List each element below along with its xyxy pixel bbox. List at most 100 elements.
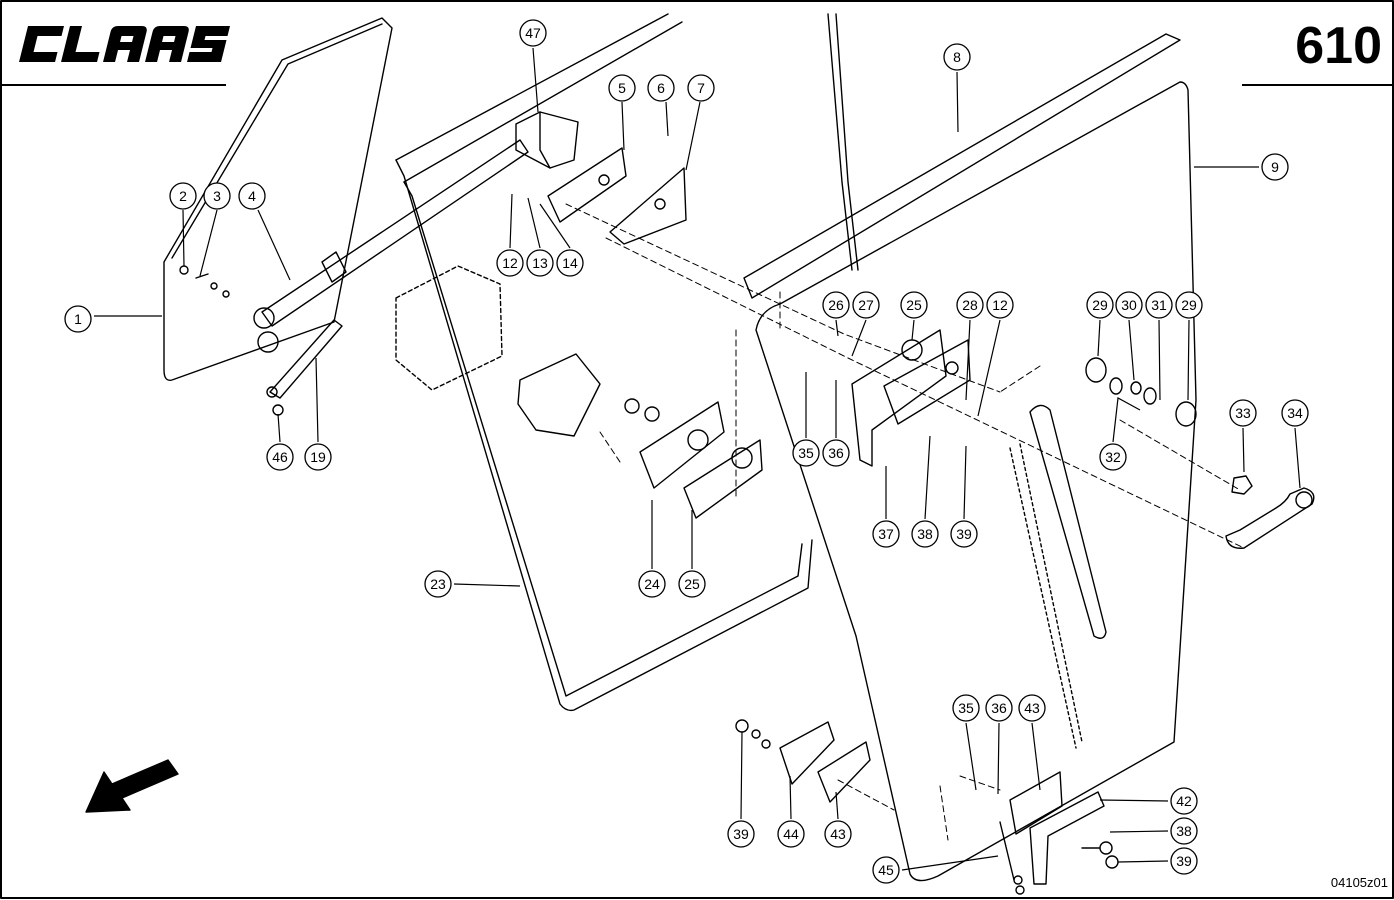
hinge-bracket-42 bbox=[1029, 791, 1105, 885]
callout-number: 38 bbox=[1176, 823, 1192, 839]
callout-bubble bbox=[852, 291, 880, 319]
callout-number: 43 bbox=[1024, 700, 1040, 716]
callout-leader bbox=[997, 722, 1000, 795]
callout-leader bbox=[532, 47, 539, 113]
callout-8: 8 bbox=[943, 43, 971, 71]
callout-leader bbox=[965, 722, 977, 791]
callout-leader bbox=[911, 319, 915, 341]
callout-leader bbox=[539, 203, 571, 249]
latch-plate-25a bbox=[683, 439, 763, 519]
callout-leader bbox=[685, 101, 701, 171]
callout-30: 30 bbox=[1115, 291, 1143, 319]
callout-bubble bbox=[1175, 291, 1203, 319]
callout-leader bbox=[1031, 722, 1041, 791]
callout-1: 1 bbox=[64, 305, 92, 333]
callout-number: 8 bbox=[953, 49, 961, 65]
callout-number: 36 bbox=[828, 445, 844, 461]
callout-leader bbox=[527, 197, 541, 249]
callout-bubble bbox=[777, 820, 805, 848]
callout-bubble bbox=[822, 439, 850, 467]
callout-bubble bbox=[872, 856, 900, 884]
callout-number: 27 bbox=[858, 297, 874, 313]
callout-number: 5 bbox=[618, 80, 626, 96]
callout-number: 35 bbox=[958, 700, 974, 716]
callout-number: 3 bbox=[213, 188, 221, 204]
callout-bubble bbox=[64, 305, 92, 333]
claas-logo bbox=[19, 26, 231, 62]
side-window-glass bbox=[163, 17, 393, 381]
callout-number: 46 bbox=[272, 449, 288, 465]
callout-bubble bbox=[238, 182, 266, 210]
callout-43: 43 bbox=[824, 820, 852, 848]
callout-26: 26 bbox=[822, 291, 850, 319]
callout-32: 32 bbox=[1099, 443, 1127, 471]
latch-plate-24 bbox=[639, 401, 725, 489]
callout-leader bbox=[277, 413, 281, 443]
callout-leader bbox=[977, 319, 1001, 417]
drawing-id: 04105z01 bbox=[1330, 875, 1388, 890]
callout-12: 12 bbox=[986, 291, 1014, 319]
callout-leader bbox=[665, 101, 669, 137]
callout-leader bbox=[789, 775, 792, 820]
hinge-plate-43 bbox=[817, 741, 871, 803]
callout-6: 6 bbox=[647, 74, 675, 102]
callout-bubble bbox=[304, 443, 332, 471]
callout-number: 31 bbox=[1151, 297, 1167, 313]
plate-28 bbox=[883, 339, 971, 425]
callout-bubble bbox=[900, 291, 928, 319]
callout-13: 13 bbox=[526, 249, 554, 277]
callout-leader bbox=[835, 791, 839, 820]
stay-rod bbox=[261, 139, 529, 327]
callout-leader bbox=[257, 209, 291, 281]
callout-42: 42 bbox=[1170, 787, 1198, 815]
callout-number: 23 bbox=[430, 576, 446, 592]
callout-number: 25 bbox=[684, 576, 700, 592]
callout-number: 7 bbox=[697, 80, 705, 96]
callout-number: 2 bbox=[179, 188, 187, 204]
callout-number: 25 bbox=[906, 297, 922, 313]
callout-39: 39 bbox=[1170, 847, 1198, 875]
callout-29: 29 bbox=[1086, 291, 1114, 319]
callout-25: 25 bbox=[900, 291, 928, 319]
callout-36: 36 bbox=[985, 694, 1013, 722]
callout-bubble bbox=[526, 249, 554, 277]
callout-bubble bbox=[872, 520, 900, 548]
callout-bubble bbox=[822, 291, 850, 319]
callout-number: 30 bbox=[1121, 297, 1137, 313]
callout-number: 4 bbox=[248, 188, 256, 204]
callout-38: 38 bbox=[1170, 817, 1198, 845]
callout-bubble bbox=[1018, 694, 1046, 722]
hinge-plate-43b bbox=[1009, 771, 1063, 835]
callout-24: 24 bbox=[638, 570, 666, 598]
callout-number: 29 bbox=[1181, 297, 1197, 313]
callout-29: 29 bbox=[1175, 291, 1203, 319]
callout-37: 37 bbox=[872, 520, 900, 548]
callout-bubble bbox=[911, 520, 939, 548]
callout-number: 47 bbox=[525, 25, 541, 41]
callout-28: 28 bbox=[956, 291, 984, 319]
callout-bubble bbox=[203, 182, 231, 210]
callout-leader bbox=[851, 319, 867, 357]
callout-number: 28 bbox=[962, 297, 978, 313]
callout-leader bbox=[621, 101, 625, 151]
callout-number: 12 bbox=[502, 255, 518, 271]
callout-bubble bbox=[952, 694, 980, 722]
callout-leader bbox=[1187, 319, 1190, 401]
door-frame-seal bbox=[395, 13, 683, 183]
page-number: 610 bbox=[1295, 17, 1382, 75]
callout-bubble bbox=[1115, 291, 1143, 319]
callout-bubble bbox=[519, 19, 547, 47]
callout-number: 14 bbox=[562, 255, 578, 271]
callout-35: 35 bbox=[792, 439, 820, 467]
callout-bubble bbox=[608, 74, 636, 102]
callout-number: 33 bbox=[1235, 405, 1251, 421]
callout-31: 31 bbox=[1145, 291, 1173, 319]
callout-number: 37 bbox=[878, 526, 894, 542]
callout-number: 38 bbox=[917, 526, 933, 542]
callout-number: 34 bbox=[1287, 405, 1303, 421]
callout-45: 45 bbox=[872, 856, 900, 884]
callout-number: 9 bbox=[1271, 159, 1279, 175]
header-rule-right bbox=[1242, 84, 1394, 86]
